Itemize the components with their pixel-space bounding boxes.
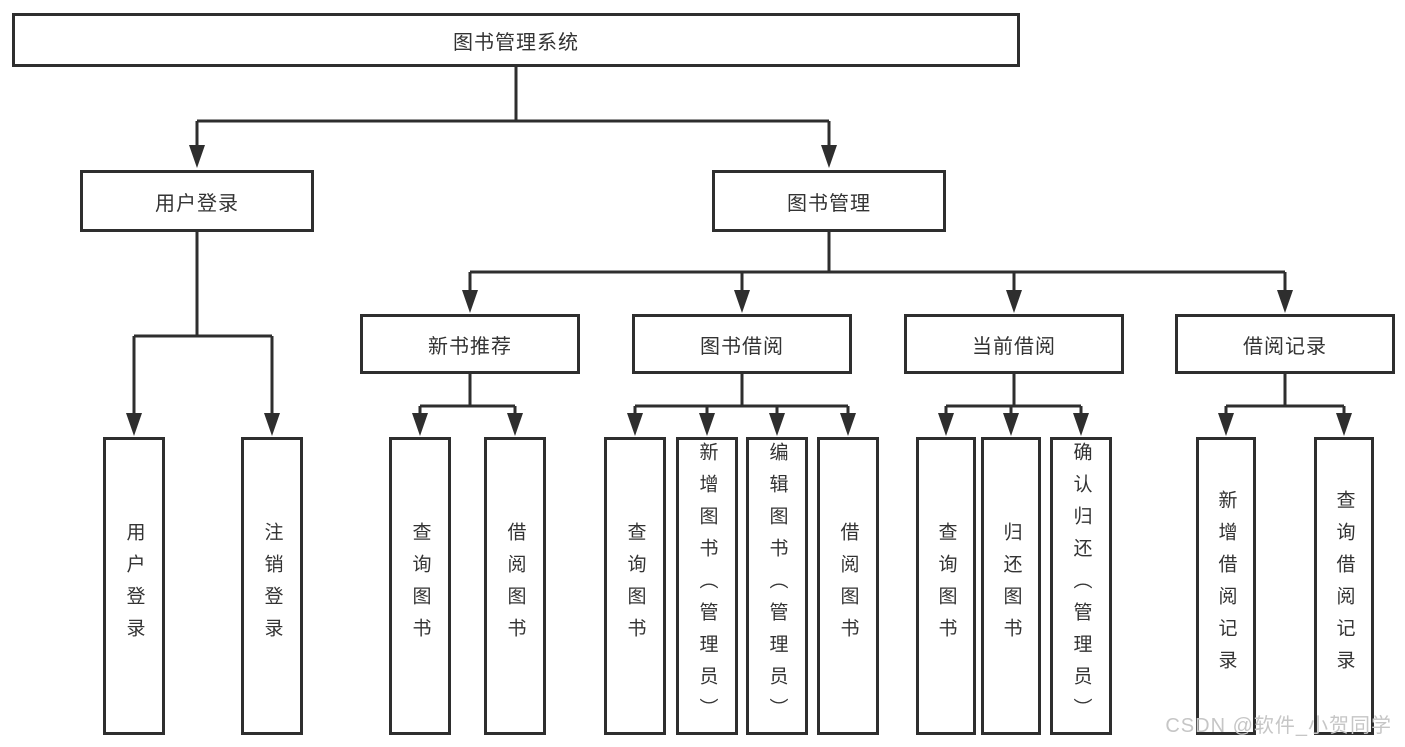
- leaf-borrow-borrow-book: 借阅图书: [817, 437, 879, 735]
- leaf-user-login-label: 用户登录: [123, 522, 145, 650]
- leaf-borrow-edit-book-admin: 编辑图书（管理员）: [746, 437, 808, 735]
- leaf-record-add: 新增借阅记录: [1196, 437, 1256, 735]
- leaf-record-query-label: 查询借阅记录: [1333, 490, 1355, 682]
- leaf-borrow-query-book-label: 查询图书: [624, 522, 646, 650]
- node-book-management: 图书管理: [712, 170, 946, 232]
- csdn-watermark: CSDN @软件_小贺同学: [1165, 715, 1392, 737]
- node-new-book-recommend: 新书推荐: [360, 314, 580, 374]
- node-book-borrow: 图书借阅: [632, 314, 852, 374]
- leaf-newbook-borrow: 借阅图书: [484, 437, 546, 735]
- node-borrow-record-label: 借阅记录: [1243, 335, 1327, 358]
- leaf-current-query-book-label: 查询图书: [935, 522, 957, 650]
- node-current-borrow-label: 当前借阅: [972, 335, 1056, 358]
- leaf-newbook-query-label: 查询图书: [409, 522, 431, 650]
- node-user-login-label: 用户登录: [155, 192, 239, 215]
- leaf-current-return-book: 归还图书: [981, 437, 1041, 735]
- leaf-newbook-query: 查询图书: [389, 437, 451, 735]
- leaf-borrow-edit-book-admin-label: 编辑图书（管理员）: [766, 442, 788, 730]
- node-root-label: 图书管理系统: [453, 31, 579, 54]
- node-borrow-record: 借阅记录: [1175, 314, 1395, 374]
- node-root: 图书管理系统: [12, 13, 1020, 67]
- leaf-borrow-add-book-admin: 新增图书（管理员）: [676, 437, 738, 735]
- node-user-login: 用户登录: [80, 170, 314, 232]
- leaf-logout-label: 注销登录: [261, 522, 283, 650]
- leaf-user-login: 用户登录: [103, 437, 165, 735]
- leaf-borrow-add-book-admin-label: 新增图书（管理员）: [696, 442, 718, 730]
- node-book-management-label: 图书管理: [787, 192, 871, 215]
- leaf-borrow-borrow-book-label: 借阅图书: [837, 522, 859, 650]
- leaf-current-return-book-label: 归还图书: [1000, 522, 1022, 650]
- node-current-borrow: 当前借阅: [904, 314, 1124, 374]
- leaf-current-confirm-return-admin-label: 确认归还（管理员）: [1070, 442, 1092, 730]
- leaf-current-confirm-return-admin: 确认归还（管理员）: [1050, 437, 1112, 735]
- leaf-logout: 注销登录: [241, 437, 303, 735]
- leaf-current-query-book: 查询图书: [916, 437, 976, 735]
- leaf-borrow-query-book: 查询图书: [604, 437, 666, 735]
- node-book-borrow-label: 图书借阅: [700, 335, 784, 358]
- leaf-record-query: 查询借阅记录: [1314, 437, 1374, 735]
- node-new-book-recommend-label: 新书推荐: [428, 335, 512, 358]
- leaf-newbook-borrow-label: 借阅图书: [504, 522, 526, 650]
- leaf-record-add-label: 新增借阅记录: [1215, 490, 1237, 682]
